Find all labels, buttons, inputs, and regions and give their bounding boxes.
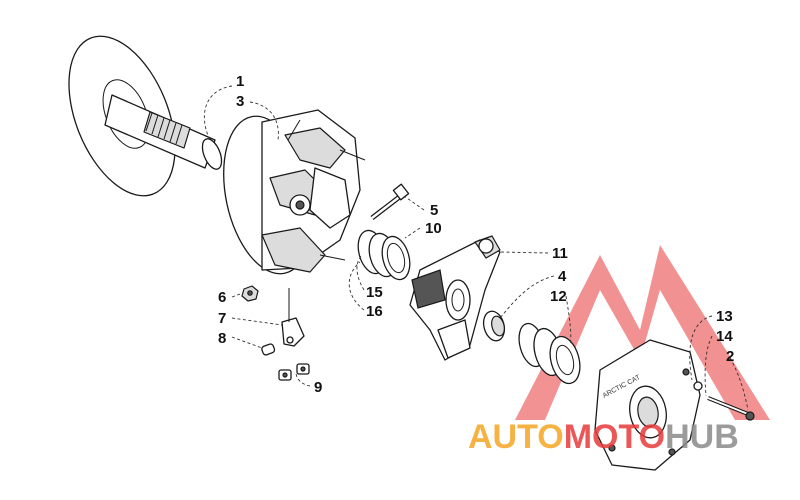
watermark-word-hub: HUB — [665, 418, 739, 456]
callout-13: 13 — [716, 308, 733, 325]
leader-lines — [203, 85, 749, 411]
callout-10: 10 — [425, 220, 442, 237]
callout-3: 3 — [236, 93, 244, 110]
screw-and-washer-13-14 — [693, 381, 755, 421]
pin-part-8 — [261, 343, 276, 356]
washers-part-9 — [278, 363, 310, 381]
watermark-word-moto: MOTO — [564, 418, 665, 456]
movable-sheave-body — [223, 109, 366, 275]
spring-ring-set — [357, 229, 411, 281]
spider-part-11 — [409, 235, 501, 361]
callout-1: 1 — [236, 73, 244, 90]
callout-2: 2 — [726, 348, 734, 365]
watermark-wordmark: AUTOMOTOHUB — [468, 418, 739, 456]
callout-15: 15 — [366, 284, 383, 301]
fixed-sheave-with-shaft — [68, 35, 223, 197]
callout-4: 4 — [558, 268, 567, 285]
bolt-part-5 — [370, 183, 410, 220]
cover-plate-part-2: ARCTIC CAT — [594, 339, 701, 471]
callout-8: 8 — [218, 330, 226, 347]
callout-6: 6 — [218, 289, 226, 306]
callout-7: 7 — [218, 310, 226, 327]
callout-12: 12 — [550, 288, 567, 305]
callout-9: 9 — [314, 379, 322, 396]
callout-5: 5 — [430, 202, 438, 219]
bushing-part-4 — [482, 310, 506, 342]
callout-labels: 1 3 5 10 11 4 12 15 16 6 7 8 9 13 14 2 — [218, 73, 734, 396]
watermark-word-auto: AUTO — [468, 418, 564, 456]
callout-14: 14 — [716, 328, 733, 345]
spring-part-12 — [518, 322, 581, 385]
callout-11: 11 — [552, 245, 568, 262]
callout-16: 16 — [366, 303, 383, 320]
arm-part-7 — [281, 288, 305, 347]
svg-text:AUTOMOTOHUB: AUTOMOTOHUB — [468, 418, 739, 456]
nut-part-6 — [241, 285, 259, 302]
